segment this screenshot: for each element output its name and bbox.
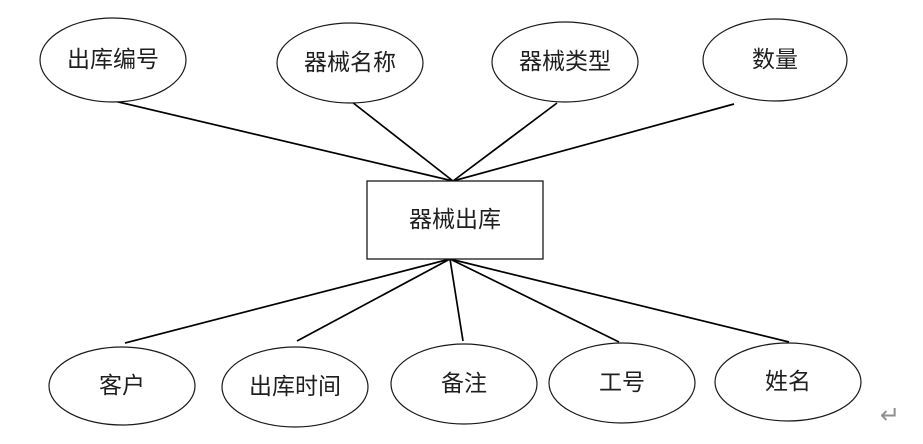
paragraph-return-icon: ↵ <box>880 401 900 429</box>
attribute-label-remark: 备注 <box>441 371 487 397</box>
connector-customer <box>124 258 451 344</box>
connector-outbound-time <box>296 258 451 342</box>
attribute-label-customer: 客户 <box>99 373 145 399</box>
attribute-label-name: 姓名 <box>765 369 811 395</box>
attribute-ellipse-quantity <box>702 18 848 102</box>
connector-instrument-name <box>351 101 454 182</box>
attribute-ellipse-customer <box>48 346 196 426</box>
attribute-ellipse-instrument-type <box>491 21 639 103</box>
attribute-label-instrument-type: 器械类型 <box>519 49 611 75</box>
connector-name <box>449 258 790 343</box>
attribute-label-staff-id: 工号 <box>599 370 645 396</box>
connector-outbound-number <box>109 99 454 182</box>
attribute-ellipse-instrument-name <box>276 22 424 104</box>
attribute-ellipse-outbound-time <box>221 346 369 428</box>
entity-label: 器械出库 <box>409 207 501 233</box>
connector-quantity <box>452 103 735 182</box>
attribute-ellipse-outbound-number <box>39 17 187 103</box>
connector-instrument-type <box>452 102 558 182</box>
attribute-label-outbound-time: 出库时间 <box>249 374 341 400</box>
attribute-ellipse-name <box>714 342 862 422</box>
attribute-ellipse-staff-id <box>548 342 696 424</box>
attribute-ellipse-remark <box>390 343 538 425</box>
connector-staff-id <box>449 258 620 343</box>
attribute-label-instrument-name: 器械名称 <box>304 50 396 76</box>
connector-remark <box>449 258 464 342</box>
attribute-label-quantity: 数量 <box>752 47 798 73</box>
entity-rect <box>366 180 544 260</box>
attribute-label-outbound-number: 出库编号 <box>67 47 159 73</box>
